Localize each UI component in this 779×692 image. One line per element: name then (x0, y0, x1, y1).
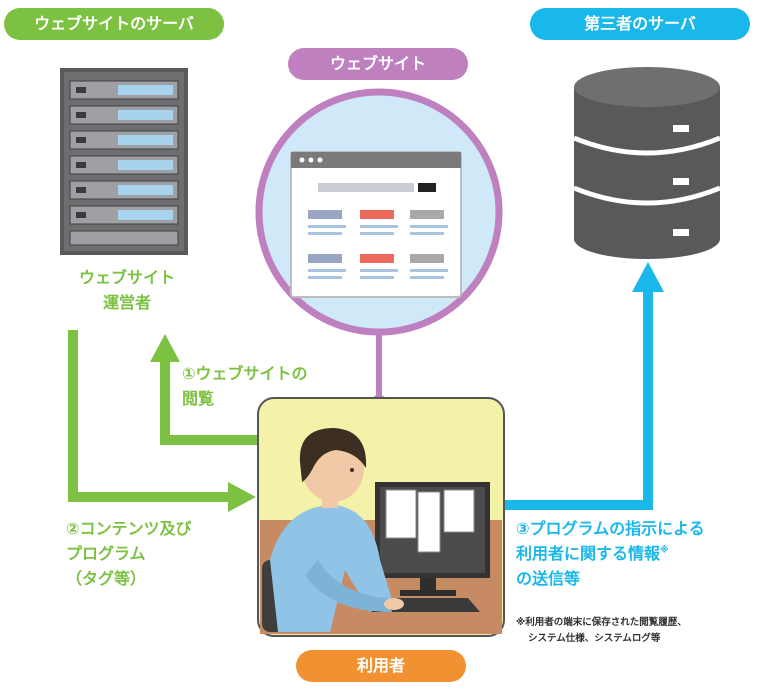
footnote: ※利用者の端末に保存された閲覧履歴、 システム仕様、システムログ等 (516, 615, 687, 647)
step2-line1: ②コンテンツ及び (66, 519, 192, 538)
step2-line2: プログラム (66, 543, 146, 563)
step3-line1: ③プログラムの指示による (516, 519, 705, 538)
arrow-content (68, 330, 256, 512)
arrow-browse (150, 334, 262, 445)
site-operator-label: ウェブサイト 運営者 (52, 266, 202, 316)
step3-line2: 利用者に関する情報 (516, 543, 661, 563)
arrow-send (502, 262, 664, 510)
server-rack-icon (60, 68, 188, 255)
step3-line2-row: 利用者に関する情報※ (516, 542, 705, 567)
step2-label: ②コンテンツ及び プログラム （タグ等） (66, 517, 192, 591)
site-server-pill: ウェブサイトのサーバ (4, 8, 224, 40)
step1-line1: ①ウェブサイトの (182, 364, 308, 383)
footnote-line1: ※利用者の端末に保存された閲覧履歴、 (516, 617, 687, 628)
database-icon (573, 67, 721, 259)
step1-line2: 閲覧 (182, 388, 215, 408)
step3-line3: の送信等 (516, 568, 581, 588)
third-party-server-pill: 第三者のサーバ (530, 8, 750, 40)
step2-line3: （タグ等） (66, 568, 147, 588)
user-pill: 利用者 (296, 650, 466, 682)
step3-label: ③プログラムの指示による 利用者に関する情報※ の送信等 (516, 517, 705, 591)
step1-label: ①ウェブサイトの 閲覧 (182, 362, 308, 412)
step3-mark: ※ (660, 545, 669, 556)
user-illustration (257, 397, 505, 637)
website-illustration (255, 88, 503, 336)
website-pill: ウェブサイト (288, 48, 468, 80)
site-operator-line1: ウェブサイト (78, 268, 175, 287)
footnote-line2: システム仕様、システムログ等 (528, 633, 661, 645)
site-operator-line2: 運営者 (102, 292, 151, 312)
